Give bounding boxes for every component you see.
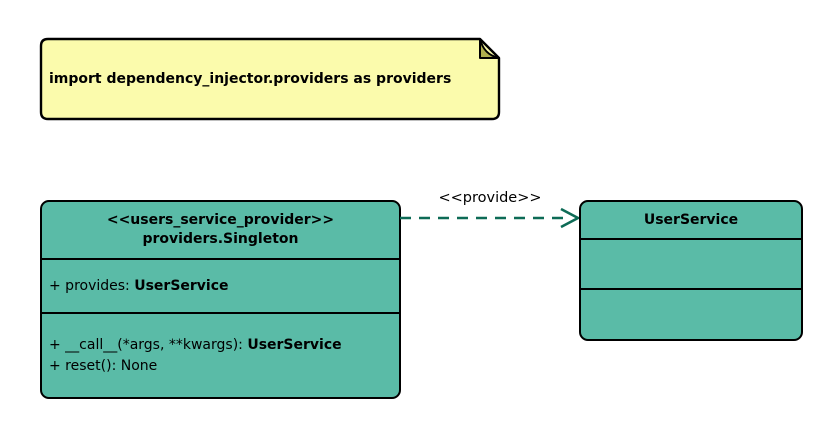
note-text: import dependency_injector.providers as … bbox=[49, 71, 452, 87]
method-call-type: UserService bbox=[247, 336, 342, 353]
class-userservice-header: UserService bbox=[581, 202, 801, 238]
note-shape bbox=[39, 37, 501, 121]
attribute-provides-text: + provides: bbox=[49, 278, 135, 294]
class-singleton-stereotype: <<users_service_provider>> bbox=[106, 212, 335, 228]
provide-edge-arrowhead-icon bbox=[560, 207, 581, 229]
class-singleton-header: <<users_service_provider>> providers.Sin… bbox=[42, 202, 399, 258]
note-body bbox=[39, 37, 501, 121]
class-singleton-name: providers.Singleton bbox=[142, 231, 299, 247]
note-import: import dependency_injector.providers as … bbox=[38, 36, 502, 122]
class-singleton-attributes: + provides: UserService bbox=[42, 258, 399, 312]
class-userservice-name: UserService bbox=[643, 211, 739, 228]
class-userservice-attributes-empty bbox=[581, 238, 801, 288]
method-reset: + reset(): None bbox=[49, 356, 399, 377]
class-userservice: UserService bbox=[579, 200, 803, 341]
provide-edge-label: <<provide>> bbox=[438, 190, 542, 206]
method-call: + __call__(*args, **kwargs): UserService bbox=[49, 335, 399, 356]
method-reset-text: + reset(): None bbox=[49, 357, 158, 374]
note-fold-icon bbox=[479, 38, 500, 59]
method-call-text: + __call__(*args, **kwargs): bbox=[49, 336, 248, 353]
class-userservice-methods-empty bbox=[581, 288, 801, 337]
provide-edge-arrow bbox=[400, 207, 581, 229]
attribute-provides-type: UserService bbox=[134, 278, 229, 294]
class-singleton: <<users_service_provider>> providers.Sin… bbox=[40, 200, 401, 399]
class-singleton-methods: + __call__(*args, **kwargs): UserService… bbox=[42, 312, 399, 397]
attribute-provides: + provides: UserService bbox=[49, 278, 229, 294]
